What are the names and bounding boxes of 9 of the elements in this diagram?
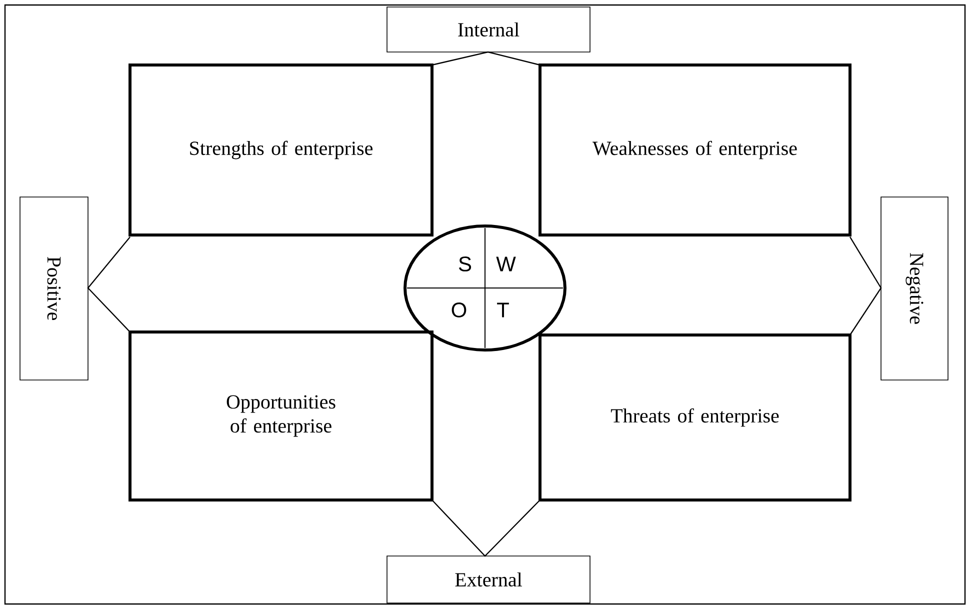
label-box: Positive [20, 196, 88, 380]
quadrant-box: Strengths of enterprise [128, 64, 434, 236]
label-box: Negative [880, 196, 948, 380]
label-box: Internal [386, 6, 590, 52]
swot-oval: S W O T [404, 224, 566, 352]
quadrant-box: Weaknesses of enterprise [538, 64, 852, 236]
label-box: External [386, 556, 590, 604]
quadrant-box: Opportunities of enterprise [128, 330, 434, 502]
quadrant-box: Threats of enterprise [538, 334, 852, 502]
